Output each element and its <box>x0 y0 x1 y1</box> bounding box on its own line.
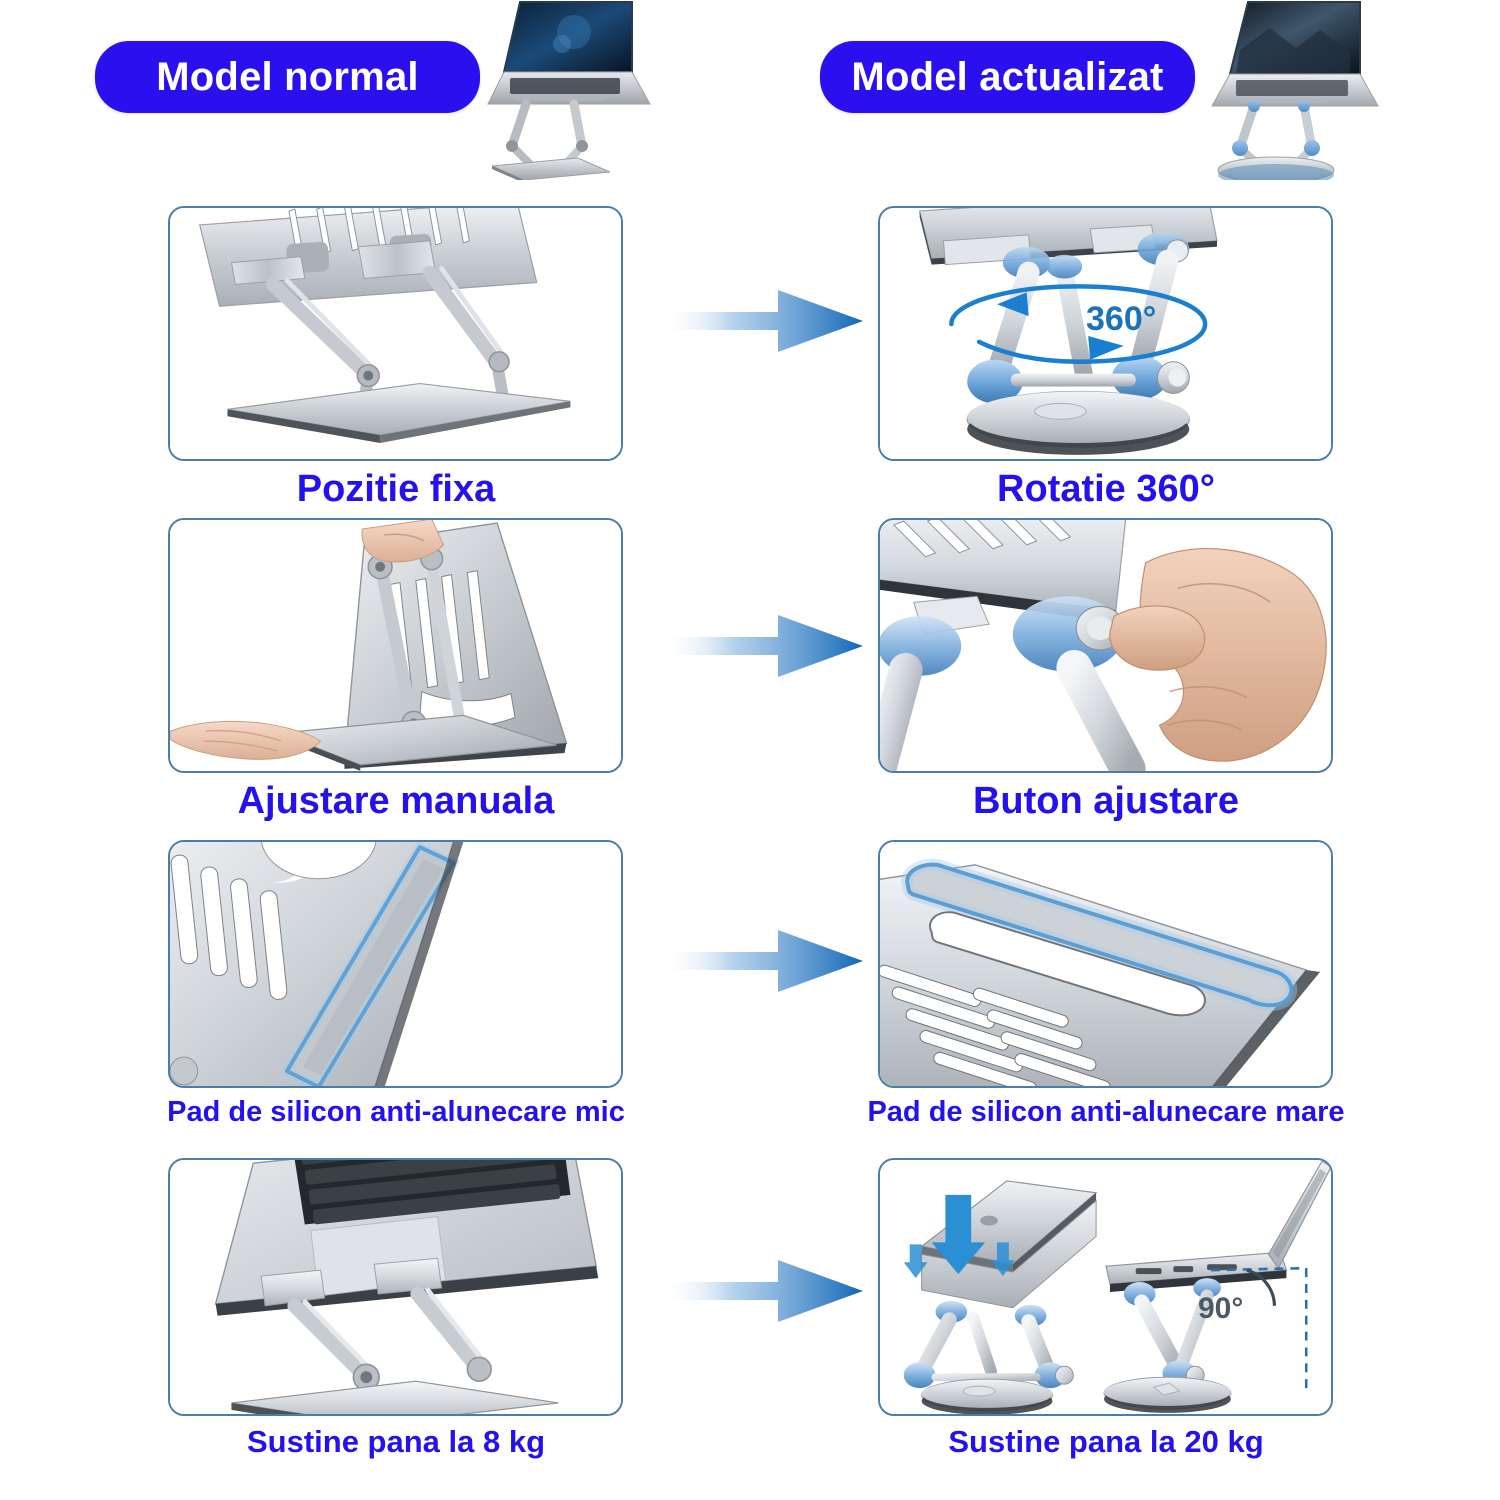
right-arrow-icon-row2 <box>660 607 865 685</box>
panel-fixed-position <box>168 206 623 461</box>
comparison-row-3: Pad de silicon anti-alunecare mic <box>0 834 1500 1152</box>
caption-8kg: Sustine pana la 8 kg <box>246 1424 546 1459</box>
fixed-position-stand-image <box>170 208 621 459</box>
right-arrow-icon-row1 <box>660 282 865 360</box>
stacked-laptops-20kg-image <box>880 1160 1331 1414</box>
panel-pad-mic <box>168 840 623 1088</box>
rotating-base-stand-image <box>880 208 1331 459</box>
laptop-on-rotating-stand-icon <box>1200 0 1430 186</box>
row2-left-cell: Ajustare manuala <box>150 512 850 834</box>
comparison-row-4: Sustine pana la 8 kg <box>0 1152 1500 1482</box>
laptop-on-stand-8kg-image <box>170 1160 621 1414</box>
small-silicone-pad-image <box>170 842 621 1086</box>
comparison-row-1: Pozitie fixa <box>0 200 1500 512</box>
row1-left-cell: Pozitie fixa <box>150 200 850 512</box>
right-arrow-icon-row3 <box>660 922 865 1000</box>
panel-20kg: 90° <box>878 1158 1333 1416</box>
caption-pad-mic: Pad de silicon anti-alunecare mic <box>167 1096 625 1128</box>
row2-right-cell: Buton ajustare <box>860 512 1500 834</box>
caption-ajustare-manuala: Ajustare manuala <box>237 780 555 822</box>
button-adjustment-hand-image <box>880 520 1331 771</box>
row1-right-cell: 360° Rotatie 360° <box>860 200 1500 512</box>
badge-model-actualizat: Model actualizat <box>820 41 1195 113</box>
panel-pad-mare <box>878 840 1333 1088</box>
annotation-90-degrees: 90° <box>1198 1292 1244 1325</box>
manual-adjustment-hands-image <box>170 520 621 771</box>
header: Model normal <box>0 0 1500 196</box>
large-silicone-pad-image <box>880 842 1331 1086</box>
laptop-on-standard-stand-icon <box>482 0 712 183</box>
header-column-normal: Model normal <box>20 0 740 196</box>
row4-left-cell: Sustine pana la 8 kg <box>150 1152 850 1482</box>
right-arrow-icon-row4 <box>660 1252 865 1330</box>
panel-ajustare-manuala <box>168 518 623 773</box>
caption-pad-mare: Pad de silicon anti-alunecare mare <box>867 1096 1345 1128</box>
panel-buton-ajustare <box>878 518 1333 773</box>
panel-rotatie-360: 360° <box>878 206 1333 461</box>
caption-pozitie-fixa: Pozitie fixa <box>296 468 496 510</box>
row3-left-cell: Pad de silicon anti-alunecare mic <box>150 834 850 1152</box>
panel-8kg <box>168 1158 623 1416</box>
caption-20kg: Sustine pana la 20 kg <box>948 1424 1264 1459</box>
annotation-360-degrees: 360° <box>1086 300 1157 338</box>
row3-right-cell: Pad de silicon anti-alunecare mare <box>860 834 1500 1152</box>
header-column-upgraded: Model actualizat <box>750 0 1470 196</box>
caption-buton-ajustare: Buton ajustare <box>972 780 1240 822</box>
comparison-row-2: Ajustare manuala <box>0 512 1500 834</box>
badge-model-normal: Model normal <box>95 41 480 113</box>
caption-rotatie-360: Rotatie 360° <box>997 468 1215 510</box>
row4-right-cell: 90° Sustine pana la 20 kg <box>860 1152 1500 1482</box>
